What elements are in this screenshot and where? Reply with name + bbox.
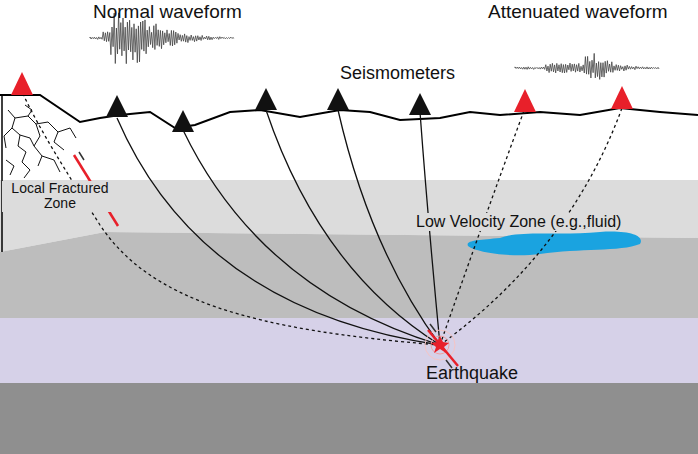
middle-layer <box>0 232 698 318</box>
fractures <box>4 105 76 178</box>
section-edge <box>1 95 3 252</box>
slip-arrows <box>430 324 452 368</box>
seismometer <box>172 110 194 132</box>
ground-surface <box>0 95 698 128</box>
waveform-title: Attenuated waveform <box>488 2 668 23</box>
crack <box>48 122 64 150</box>
seismometer <box>327 88 349 110</box>
crack <box>4 128 12 148</box>
low-velocity-zone <box>468 232 641 256</box>
seismometer <box>409 93 431 115</box>
ray <box>24 96 440 345</box>
crack <box>6 160 14 175</box>
deep-layer <box>0 383 698 454</box>
crack <box>34 124 42 166</box>
seismometer <box>106 95 128 117</box>
crack <box>58 128 76 138</box>
zone-label: Local Fractured Zone <box>2 181 118 212</box>
source-fault <box>428 330 458 366</box>
seismometer <box>514 89 536 112</box>
instrument-label: Seismometers <box>340 64 455 84</box>
source-layer <box>0 318 698 383</box>
attenuated-seismogram <box>515 53 659 79</box>
crack <box>42 156 60 172</box>
ray <box>183 130 440 345</box>
seismometers <box>106 88 431 132</box>
ray <box>117 118 440 345</box>
zone-label: Low Velocity Zone (e.g.,fluid) <box>414 213 623 231</box>
crack <box>22 152 30 178</box>
source-label: Earthquake <box>426 364 518 384</box>
waveform-title: Normal waveform <box>93 2 242 23</box>
crack <box>20 135 34 146</box>
seismometer <box>11 72 33 95</box>
seismometer <box>255 88 277 110</box>
crack <box>15 116 48 124</box>
attenuating-seismometers <box>11 72 633 112</box>
surface-layer <box>0 95 698 180</box>
seismometer <box>611 86 633 109</box>
direct-rays <box>117 110 440 345</box>
hypocenter-star <box>431 336 449 353</box>
